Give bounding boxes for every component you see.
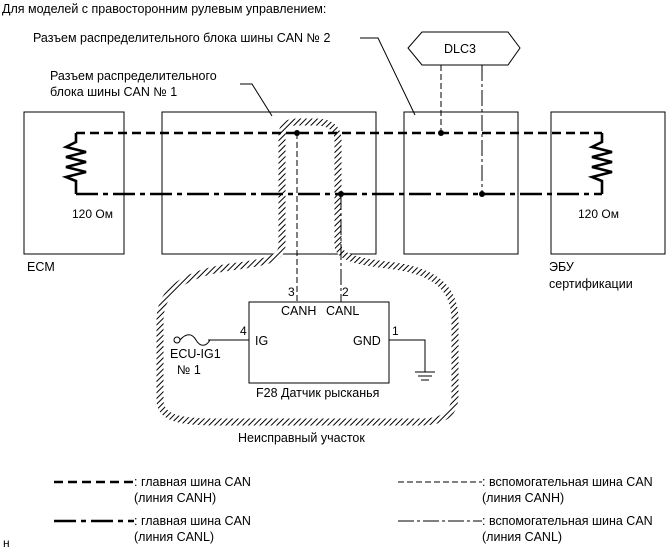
yaw-sensor-box <box>248 301 390 384</box>
ecm-label: ECM <box>27 260 55 274</box>
fuse-label-line2: № 1 <box>177 363 201 377</box>
ebu-resistor-label: 120 Ом <box>578 207 619 221</box>
header-text: Для моделей с правосторонним рулевым упр… <box>2 2 326 16</box>
footer-mark: н <box>3 536 10 550</box>
ecm-resistor-label: 120 Ом <box>72 207 113 221</box>
legend-aux-canh-text1: : вспомогательная шина CAN <box>482 475 653 489</box>
dlc3-label: DLC3 <box>444 42 476 56</box>
pin2-label: 2 <box>342 285 349 299</box>
junction2-label: Разъем распределительного блока шины CAN… <box>33 31 330 45</box>
legend-main-canl-text1: : главная шина CAN <box>134 514 251 528</box>
junction-dot <box>479 191 485 197</box>
ecm-terminating-resistor <box>61 133 87 194</box>
faulty-area-outline <box>156 118 459 426</box>
ig-pin-label: IG <box>255 334 268 348</box>
fuse-icon <box>179 334 211 346</box>
ebu-label-line1: ЭБУ <box>549 260 574 274</box>
dlc3-connector <box>407 31 521 66</box>
junction-dot <box>338 191 344 197</box>
canl-pin-label: CANL <box>326 304 359 318</box>
pin4-label: 4 <box>240 324 247 338</box>
junction2-leader <box>360 37 416 116</box>
faulty-section-label: Неисправный участок <box>238 431 365 445</box>
pin1-label: 1 <box>392 324 399 338</box>
legend-aux-canl-text1: : вспомогательная шина CAN <box>482 514 653 528</box>
junction-dot <box>438 130 444 136</box>
junction1-label-line1: Разъем распределительного <box>50 69 217 83</box>
ebu-box <box>550 111 666 255</box>
junction1-leader <box>240 83 273 117</box>
pin3-label: 3 <box>288 285 295 299</box>
legend-main-canh-text1: : главная шина CAN <box>134 475 251 489</box>
legend-aux-canh-text2: (линия CANH) <box>482 491 564 505</box>
gnd-pin-label: GND <box>353 334 381 348</box>
junction2-box <box>403 111 519 255</box>
gnd-wire <box>389 339 426 372</box>
junction-dot <box>294 130 300 136</box>
ecm-box <box>23 111 125 255</box>
canh-pin-label: CANH <box>281 304 316 318</box>
legend-main-canl-text2: (линия CANL) <box>134 530 214 544</box>
fuse-terminal <box>173 336 181 344</box>
fuse-label-line1: ECU-IG1 <box>170 347 221 361</box>
junction1-label-line2: блока шины CAN № 1 <box>50 85 177 99</box>
legend-main-canh-text2: (линия CANH) <box>134 491 216 505</box>
ebu-label-line2: сертификации <box>549 277 633 291</box>
sensor-label: F28 Датчик рысканья <box>256 386 379 400</box>
legend-aux-canl-text2: (линия CANL) <box>482 530 562 544</box>
ebu-terminating-resistor <box>587 133 613 194</box>
